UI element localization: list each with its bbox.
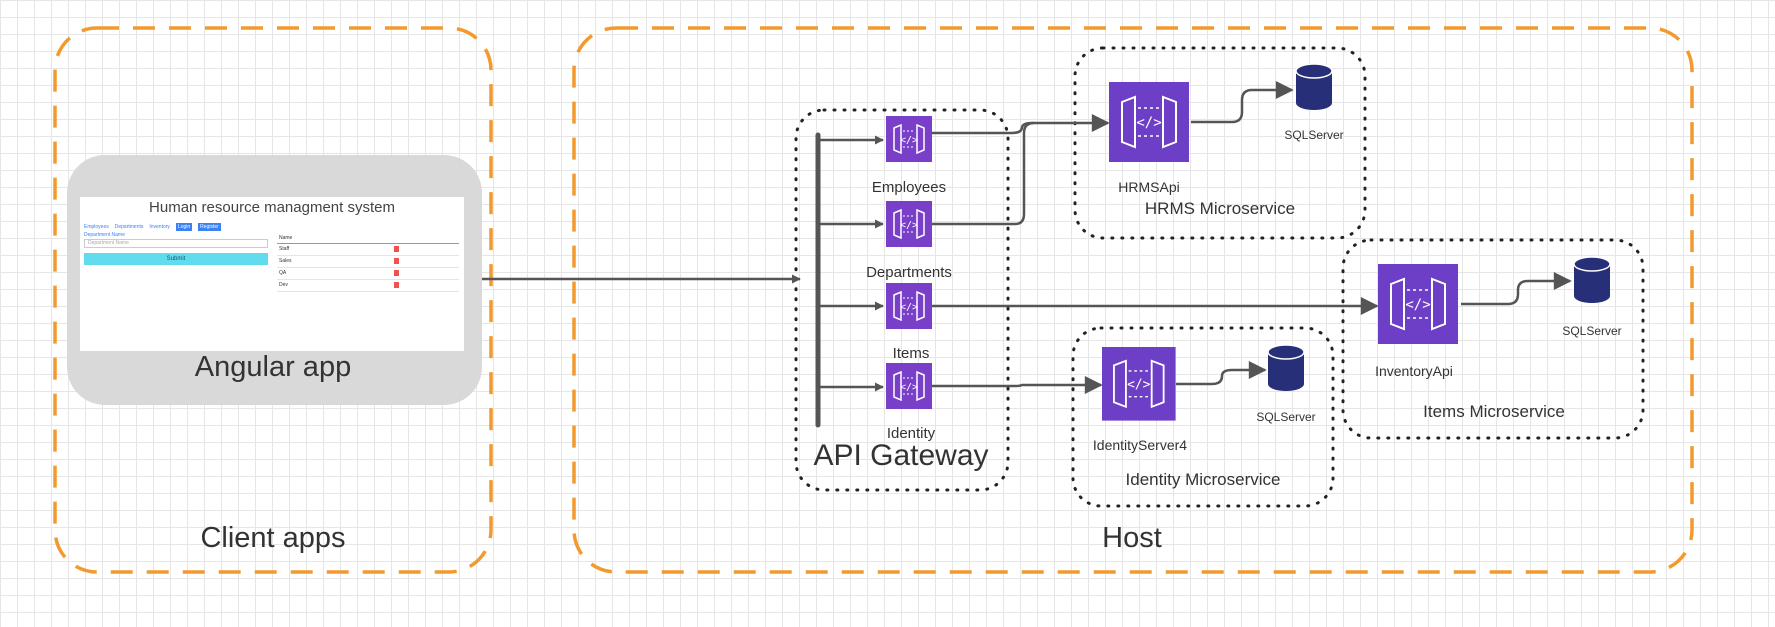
identity-to-identityserver — [932, 376, 1103, 394]
mockup-table-header: Name — [277, 234, 459, 244]
mockup-field-label: Department Name — [84, 232, 125, 238]
hrms-api-icon — [1108, 81, 1190, 163]
mockup-login-button: Login — [175, 223, 193, 231]
route-label-items: Items — [893, 345, 930, 362]
mockup-table-row: Staff — [277, 244, 459, 256]
employees-route-icon — [885, 115, 933, 163]
trash-icon — [394, 246, 399, 252]
mockup-title: Human resource managment system — [149, 199, 395, 216]
hrms-microservice-label: HRMS Microservice — [1145, 199, 1295, 218]
identity-route-icon — [885, 362, 933, 410]
departments-to-hrms — [932, 121, 1035, 226]
mockup-row-name: Dev — [279, 282, 288, 288]
identity-db-label: SQLServer — [1256, 410, 1315, 424]
inventory-api-icon — [1377, 263, 1459, 345]
identityserver-to-db — [1176, 361, 1267, 386]
identityserver-api-label: IdentityServer4 — [1093, 437, 1187, 453]
mockup-row-name: Sales — [279, 258, 292, 264]
api-gateway-label: API Gateway — [813, 439, 988, 472]
host-label: Host — [1102, 522, 1162, 554]
employees-to-hrms — [932, 114, 1110, 135]
hrms-db-label: SQLServer — [1284, 128, 1343, 142]
api-gateway-container — [794, 108, 1010, 492]
inventory-to-db — [1461, 272, 1572, 306]
route-label-departments: Departments — [866, 264, 952, 281]
mockup-input: Department Name — [84, 239, 268, 248]
mockup-row-name: QA — [279, 270, 287, 276]
identity-microservice-container — [1071, 326, 1335, 508]
items-route-icon — [885, 282, 933, 330]
hrms-microservice-container — [1073, 46, 1367, 240]
inventory-api-label: InventoryApi — [1375, 363, 1453, 379]
mockup-row-name: Staff — [279, 246, 290, 252]
mockup-nav-inventory: Inventory — [149, 224, 170, 230]
client-apps-group — [53, 26, 493, 574]
items-microservice-label: Items Microservice — [1423, 402, 1565, 421]
route-label-identity: Identity — [887, 425, 936, 442]
angular-app-screenshot: Human resource managment system Employee… — [80, 197, 464, 351]
inventory-db-icon — [1573, 256, 1611, 304]
mockup-table: Name Staff Sales QA Dev — [277, 234, 459, 292]
hrms-api-label: HRMSApi — [1118, 179, 1179, 195]
mockup-table-row: QA — [277, 268, 459, 280]
route-label-employees: Employees — [872, 179, 946, 196]
hrms-to-db — [1191, 81, 1294, 124]
identity-db-icon — [1267, 344, 1305, 392]
mockup-register-button: Register — [198, 223, 221, 231]
client-apps-label: Client apps — [200, 522, 345, 554]
host-group — [572, 26, 1694, 574]
angular-app-label: Angular app — [195, 351, 351, 383]
mockup-nav-departments: Departments — [114, 224, 144, 230]
trash-icon — [394, 270, 399, 276]
mockup-submit-button: Submit — [84, 253, 268, 265]
inventory-db-label: SQLServer — [1562, 324, 1621, 338]
mockup-nav-employees: Employees — [84, 224, 109, 230]
departments-route-icon — [885, 200, 933, 248]
identityserver-api-icon — [1101, 346, 1177, 422]
hrms-db-icon — [1295, 63, 1333, 111]
items-microservice-container — [1341, 238, 1645, 440]
trash-icon — [394, 258, 399, 264]
trash-icon — [394, 282, 399, 288]
mockup-table-row: Sales — [277, 256, 459, 268]
identity-microservice-label: Identity Microservice — [1126, 470, 1281, 489]
mockup-table-row: Dev — [277, 280, 459, 292]
mockup-nav: Employees Departments Inventory Login Re… — [84, 223, 221, 231]
